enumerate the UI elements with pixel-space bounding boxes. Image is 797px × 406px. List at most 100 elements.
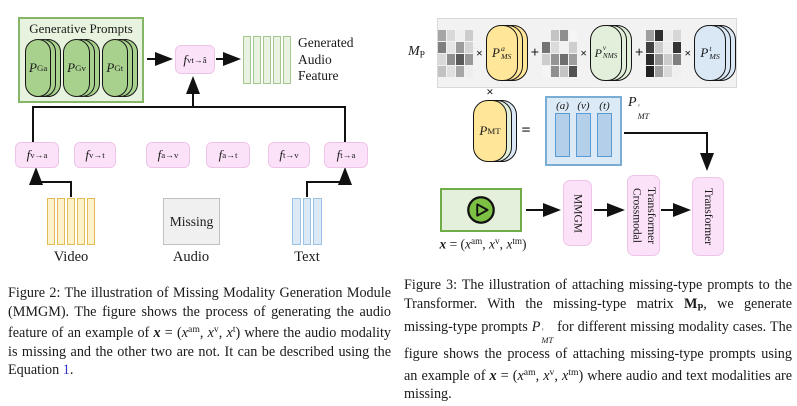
matrix-cell (542, 65, 551, 77)
missing-type-prompts-box: (a) (v) (t) (545, 96, 622, 166)
feature-stripe (67, 198, 75, 245)
matrix-cell (655, 65, 664, 77)
prompt-column-bar (597, 113, 612, 157)
feature-label-line: Feature (298, 68, 339, 83)
times-operator: × (486, 84, 494, 99)
prompt-column-bar (576, 113, 591, 157)
plus-operator: + (530, 44, 540, 61)
generated-audio-feature-box (243, 36, 291, 84)
matrix-cell (569, 65, 578, 77)
feature-stripe (77, 198, 85, 245)
times-operator: × (684, 45, 692, 60)
text-feature-box (292, 198, 323, 245)
matrix-cell (569, 41, 578, 53)
matrix-cell (664, 53, 673, 65)
matrix-cell (456, 41, 464, 53)
matrix-cell (447, 53, 455, 65)
matrix-cell (569, 29, 578, 41)
matrix-cell (664, 41, 673, 53)
matrix-cell (655, 53, 664, 65)
matrix-cell (456, 53, 464, 65)
video-feature-box (47, 198, 95, 245)
feature-stripe (292, 198, 301, 245)
prompt-column-label: (v) (577, 100, 590, 112)
feature-stripe (283, 36, 291, 84)
bracket-line (32, 106, 346, 142)
matrix-cell (655, 29, 664, 41)
feature-stripe (243, 36, 251, 84)
prompt-column-text: (t) (597, 100, 612, 164)
matrix-cell (673, 53, 682, 65)
matrix-cell (673, 65, 682, 77)
feature-stripe (87, 198, 95, 245)
mask-matrix-text (646, 29, 682, 77)
missing-audio-box: Missing (163, 198, 220, 245)
figure3-caption: Figure 3: The illustration of attaching … (404, 277, 793, 403)
feature-label-line: Audio (298, 51, 332, 67)
matrix-cell (542, 29, 551, 41)
matrix-cell (465, 41, 473, 53)
matrix-cell (542, 41, 551, 53)
mask-matrix-video (542, 29, 578, 77)
matrix-cell (551, 41, 560, 53)
input-media-box (440, 188, 522, 232)
matrix-cell (646, 29, 655, 41)
prompt-column-video: (v) (576, 100, 591, 164)
matrix-cell (646, 65, 655, 77)
text-label: Text (294, 249, 320, 265)
feature-stripe (263, 36, 271, 84)
matrix-cell (447, 41, 455, 53)
equals-operator: = (521, 122, 531, 139)
mmgm-box: MMGM (563, 180, 592, 246)
matrix-cell (551, 65, 560, 77)
matrix-cell (447, 65, 455, 77)
plus-operator: + (634, 44, 644, 61)
feature-stripe (47, 198, 55, 245)
feature-stripe (273, 36, 281, 84)
matrix-cell (655, 41, 664, 53)
matrix-cell (438, 65, 446, 77)
matrix-cell (438, 29, 446, 41)
prompt-column-bar (555, 113, 570, 157)
play-icon (467, 196, 495, 224)
audio-label: Audio (172, 249, 210, 265)
times-operator: × (476, 45, 483, 60)
matrix-cell (560, 65, 569, 77)
matrix-cell (664, 29, 673, 41)
matrix-cell (465, 29, 473, 41)
generative-prompts-title: Generative Prompts (29, 21, 133, 36)
matrix-cell (551, 29, 560, 41)
matrix-cell (673, 41, 682, 53)
prompt-column-audio: (a) (555, 100, 570, 164)
matrix-cell (646, 41, 655, 53)
arrow-text-to-fta (306, 167, 352, 197)
prompt-column-label: (t) (599, 100, 610, 112)
video-label: Video (53, 249, 89, 265)
matrix-cell (569, 53, 578, 65)
arrow-prompts-to-transformer (624, 132, 714, 171)
mp-matrix-label: MP (408, 44, 425, 61)
transformer-box: Transformer (692, 177, 724, 256)
feature-stripe (302, 198, 312, 245)
matrix-cell (646, 53, 655, 65)
